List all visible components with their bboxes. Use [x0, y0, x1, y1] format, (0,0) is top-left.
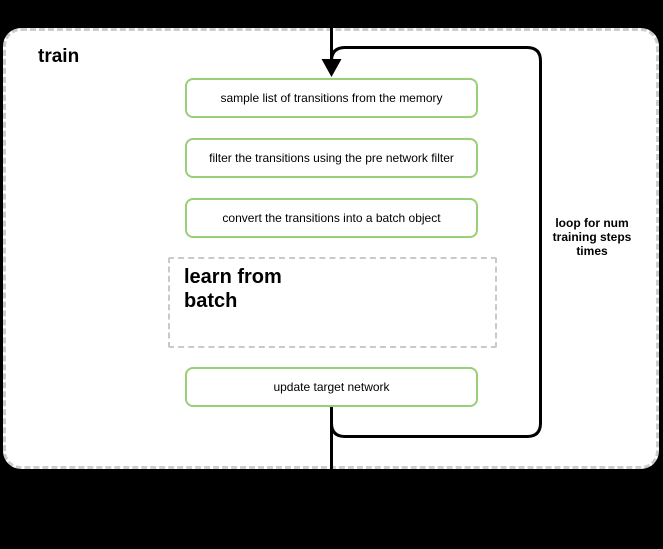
subprocess-label: learn from batch — [184, 266, 282, 312]
step-update-target-network: update target network — [185, 367, 478, 407]
step-filter-transitions: filter the transitions using the pre net… — [185, 138, 478, 178]
train-title: train — [38, 46, 80, 67]
subprocess-learn-from-batch: learn from batch — [168, 257, 497, 348]
step-convert-to-batch: convert the transitions into a batch obj… — [185, 198, 478, 238]
loop-annotation: loop for num training steps times — [552, 216, 632, 258]
step-sample-transitions: sample list of transitions from the memo… — [185, 78, 478, 118]
